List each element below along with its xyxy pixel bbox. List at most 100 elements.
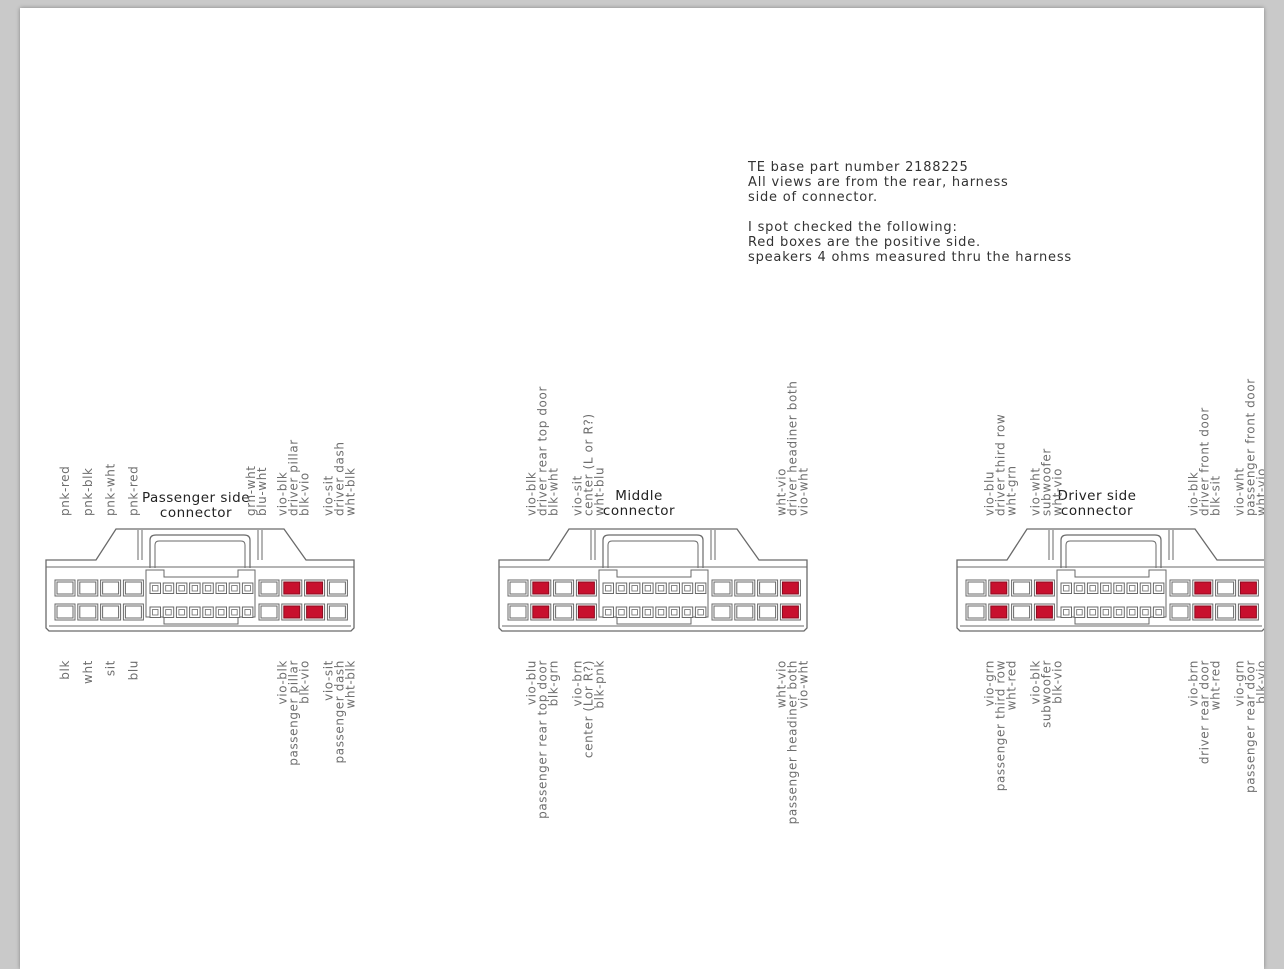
connector-title: Driver side	[1058, 488, 1137, 504]
small-pin	[1152, 582, 1165, 594]
small-pin-inner	[684, 609, 691, 616]
wire-label-bottom: wht-red	[1005, 660, 1019, 710]
small-pin-inner	[618, 585, 625, 592]
small-pin	[215, 582, 227, 594]
pin-cavity	[281, 603, 303, 621]
small-pin-inner	[152, 585, 159, 592]
small-pin-inner	[1155, 609, 1162, 616]
small-pin-inner	[697, 585, 704, 592]
small-pin-inner	[1076, 585, 1083, 592]
connector-title: Passenger side	[142, 490, 250, 506]
small-pin	[655, 582, 667, 594]
pin-cavity	[77, 603, 99, 621]
wire-label-top: wht-vio	[774, 468, 788, 516]
small-pin-inner	[605, 585, 612, 592]
small-pin	[241, 606, 254, 618]
small-pin	[189, 606, 201, 618]
pin	[260, 581, 278, 595]
small-pin-inner	[1129, 585, 1136, 592]
wire-label-top: passenger front door	[1243, 378, 1257, 516]
wire-label-bottom: blk-vio	[1050, 660, 1064, 704]
pin-cavity	[54, 603, 76, 621]
small-pin	[1113, 606, 1125, 618]
small-pin	[694, 606, 707, 618]
wire-label-top: wht-blk	[343, 467, 357, 516]
wire-label-bottom: passenger pillar	[287, 660, 301, 766]
small-pin	[202, 582, 214, 594]
small-pin	[615, 582, 628, 594]
small-pin-inner	[204, 585, 212, 592]
pin-cavity	[1033, 603, 1055, 621]
pin-cavity	[100, 579, 122, 597]
small-pin	[628, 582, 641, 594]
pin	[1013, 581, 1031, 595]
wire-label-top: driver pillar	[287, 439, 301, 516]
pin-cavity	[575, 603, 597, 621]
small-pin	[175, 606, 188, 618]
small-pin	[149, 606, 161, 618]
wire-label-bottom: passenger third row	[994, 660, 1008, 791]
small-pin-inner	[605, 609, 612, 616]
pin	[79, 605, 97, 619]
pin-cavity	[530, 579, 552, 597]
pin	[102, 605, 120, 619]
small-pin	[149, 582, 161, 594]
pin-cavity	[1192, 603, 1214, 621]
positive-pin	[1194, 581, 1212, 595]
small-pin-inner	[1115, 585, 1123, 592]
pin-cavity	[965, 579, 987, 597]
wire-label-top: driver third row	[994, 414, 1008, 516]
pin-cavity	[1192, 579, 1214, 597]
pin-cavity	[711, 603, 733, 621]
pin-cavity	[258, 603, 280, 621]
wire-label-top: vio-wht	[796, 467, 810, 516]
pin	[1013, 605, 1031, 619]
small-pin-inner	[1076, 609, 1083, 616]
small-pin	[602, 606, 614, 618]
wire-label-top: driver front door	[1198, 407, 1212, 516]
small-pin-inner	[631, 609, 638, 616]
pin	[736, 581, 754, 595]
pin-cavity	[1169, 579, 1191, 597]
pin-cavity	[304, 579, 326, 597]
positive-pin	[781, 581, 799, 595]
small-pin	[1086, 582, 1099, 594]
small-pin-inner	[671, 585, 678, 592]
connector-title: connector	[160, 505, 232, 521]
positive-pin	[1239, 581, 1257, 595]
pin-cavity	[734, 603, 756, 621]
pin	[555, 581, 573, 595]
small-pin-inner	[218, 609, 225, 616]
pin-cavity	[258, 579, 280, 597]
pin	[713, 605, 731, 619]
wire-label-top: driver rear top door	[536, 386, 550, 516]
wire-label-top: vio-sit	[321, 475, 335, 516]
positive-pin	[306, 605, 324, 619]
note-line: All views are from the rear, harness	[748, 175, 1009, 190]
small-pin-inner	[1063, 585, 1070, 592]
connector-housing	[498, 528, 808, 632]
pin-cavity	[122, 603, 144, 621]
pin-cavity	[1215, 579, 1237, 597]
latch-inner	[154, 540, 246, 568]
connector-housing	[956, 528, 1264, 632]
wire-label-bottom: sit	[104, 660, 118, 676]
small-pin-inner	[657, 585, 665, 592]
small-pin	[655, 606, 667, 618]
small-pin	[1139, 606, 1152, 618]
small-pin	[241, 582, 254, 594]
small-pin	[189, 582, 201, 594]
pin	[509, 581, 527, 595]
wire-label-top: wht-grn	[1005, 465, 1019, 516]
small-pin	[694, 582, 707, 594]
pin-cavity	[553, 603, 575, 621]
wire-label-bottom: subwoofer	[1039, 660, 1053, 728]
wire-label-bottom: vio-grn	[983, 660, 997, 706]
small-pin	[615, 606, 628, 618]
small-pin-inner	[671, 609, 678, 616]
note-line: speakers 4 ohms measured thru the harnes…	[748, 250, 1072, 265]
wire-label-top: blk-wht	[547, 467, 561, 516]
